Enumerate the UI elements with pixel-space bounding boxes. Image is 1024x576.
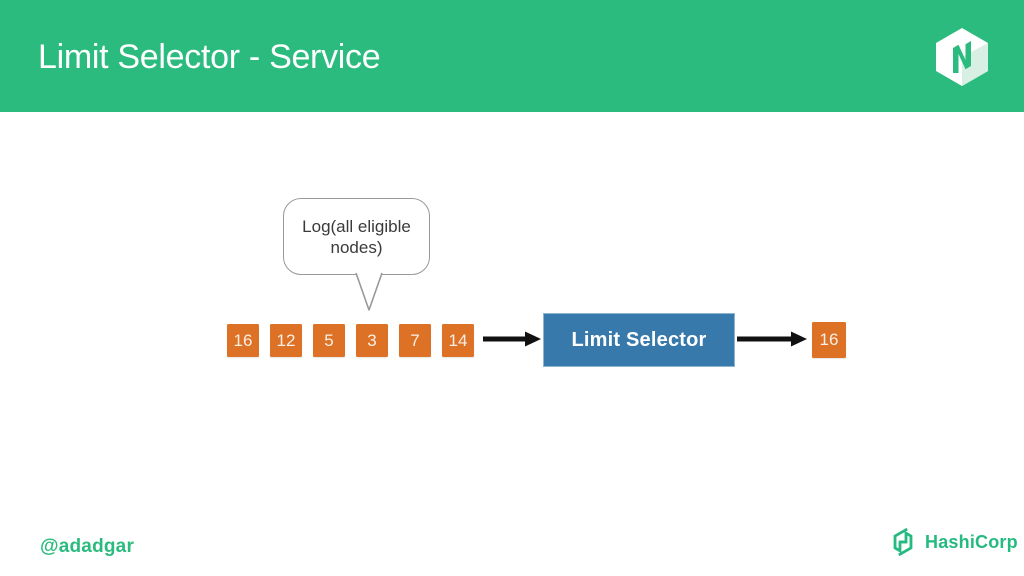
limit-selector-box: Limit Selector [543, 313, 735, 367]
twitter-handle: @adadgar [40, 536, 135, 557]
slide-title: Limit Selector - Service [38, 37, 381, 76]
input-nodes-row: 16 12 5 3 7 14 [227, 324, 474, 357]
callout-bubble: Log(all eligible nodes) [283, 198, 430, 275]
nomad-logo-icon [936, 28, 988, 86]
hashicorp-mark-icon [893, 527, 913, 557]
limit-selector-label: Limit Selector [571, 328, 707, 351]
output-node: 16 [812, 322, 846, 358]
input-node: 12 [270, 324, 302, 357]
input-node: 5 [313, 324, 345, 357]
hashicorp-logo: HashiCorp [888, 527, 1018, 557]
input-node: 16 [227, 324, 259, 357]
input-node: 14 [442, 324, 474, 357]
input-node: 3 [356, 324, 388, 357]
arrow-right-icon [737, 331, 807, 347]
slide-header: Limit Selector - Service [0, 0, 1024, 112]
input-node: 7 [399, 324, 431, 357]
hashicorp-wordmark: HashiCorp [925, 531, 1018, 552]
callout-tail [355, 272, 383, 311]
callout-text: Log(all eligible nodes) [302, 216, 411, 257]
arrow-right-icon [483, 331, 541, 347]
